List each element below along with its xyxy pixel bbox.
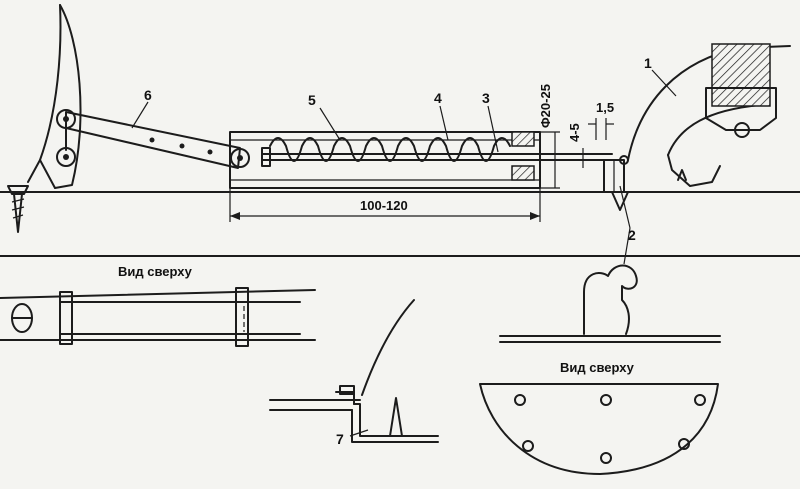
rod-part-3 [261,147,613,167]
label-part-3: 3 [482,90,490,106]
label-part-7: 7 [336,431,344,447]
hook-bracket-part-2 [499,264,721,343]
main-section-view: Φ20-25 4-5 1,5 100-120 [0,4,800,265]
top-view-right: Вид сверху [479,360,719,475]
cylinder-end-cap-top [511,131,535,147]
top-view-hinge-pin [59,291,73,345]
bracket-detail-part-7: 7 [269,299,439,447]
door-part-1 [627,43,791,187]
thickness-label: 1,5 [596,100,614,115]
mounting-plate [479,383,719,475]
label-part-1: 1 [644,55,652,71]
length-label: 100-120 [360,198,408,213]
length-dimension: 100-120 [229,188,541,222]
caption-top-view-right: Вид сверху [560,360,635,375]
label-part-2: 2 [628,227,636,243]
caption-top-view-left: Вид сверху [118,264,193,279]
top-leaders: 6 5 4 3 1 2 [131,55,677,265]
diameter-label: Φ20-25 [538,84,553,128]
thickness-dimension: 1,5 [588,100,614,140]
label-part-5: 5 [308,92,316,108]
top-view-left: Вид сверху [0,264,316,347]
diameter-dimension: Φ20-25 [538,84,560,189]
label-part-6: 6 [144,87,152,103]
top-view-rod-end [235,287,249,347]
cylinder-end-cap-bottom [511,165,535,181]
door-leaf [27,4,82,189]
gap-label: 4-5 [567,123,582,142]
label-part-4: 4 [434,90,442,106]
door-handle-block [711,43,771,107]
gap-dimension: 4-5 [567,123,584,168]
lever-part-6 [65,111,250,169]
plate-holes [514,394,706,464]
wood-screw [7,185,29,233]
spring-part-4 [269,137,511,162]
